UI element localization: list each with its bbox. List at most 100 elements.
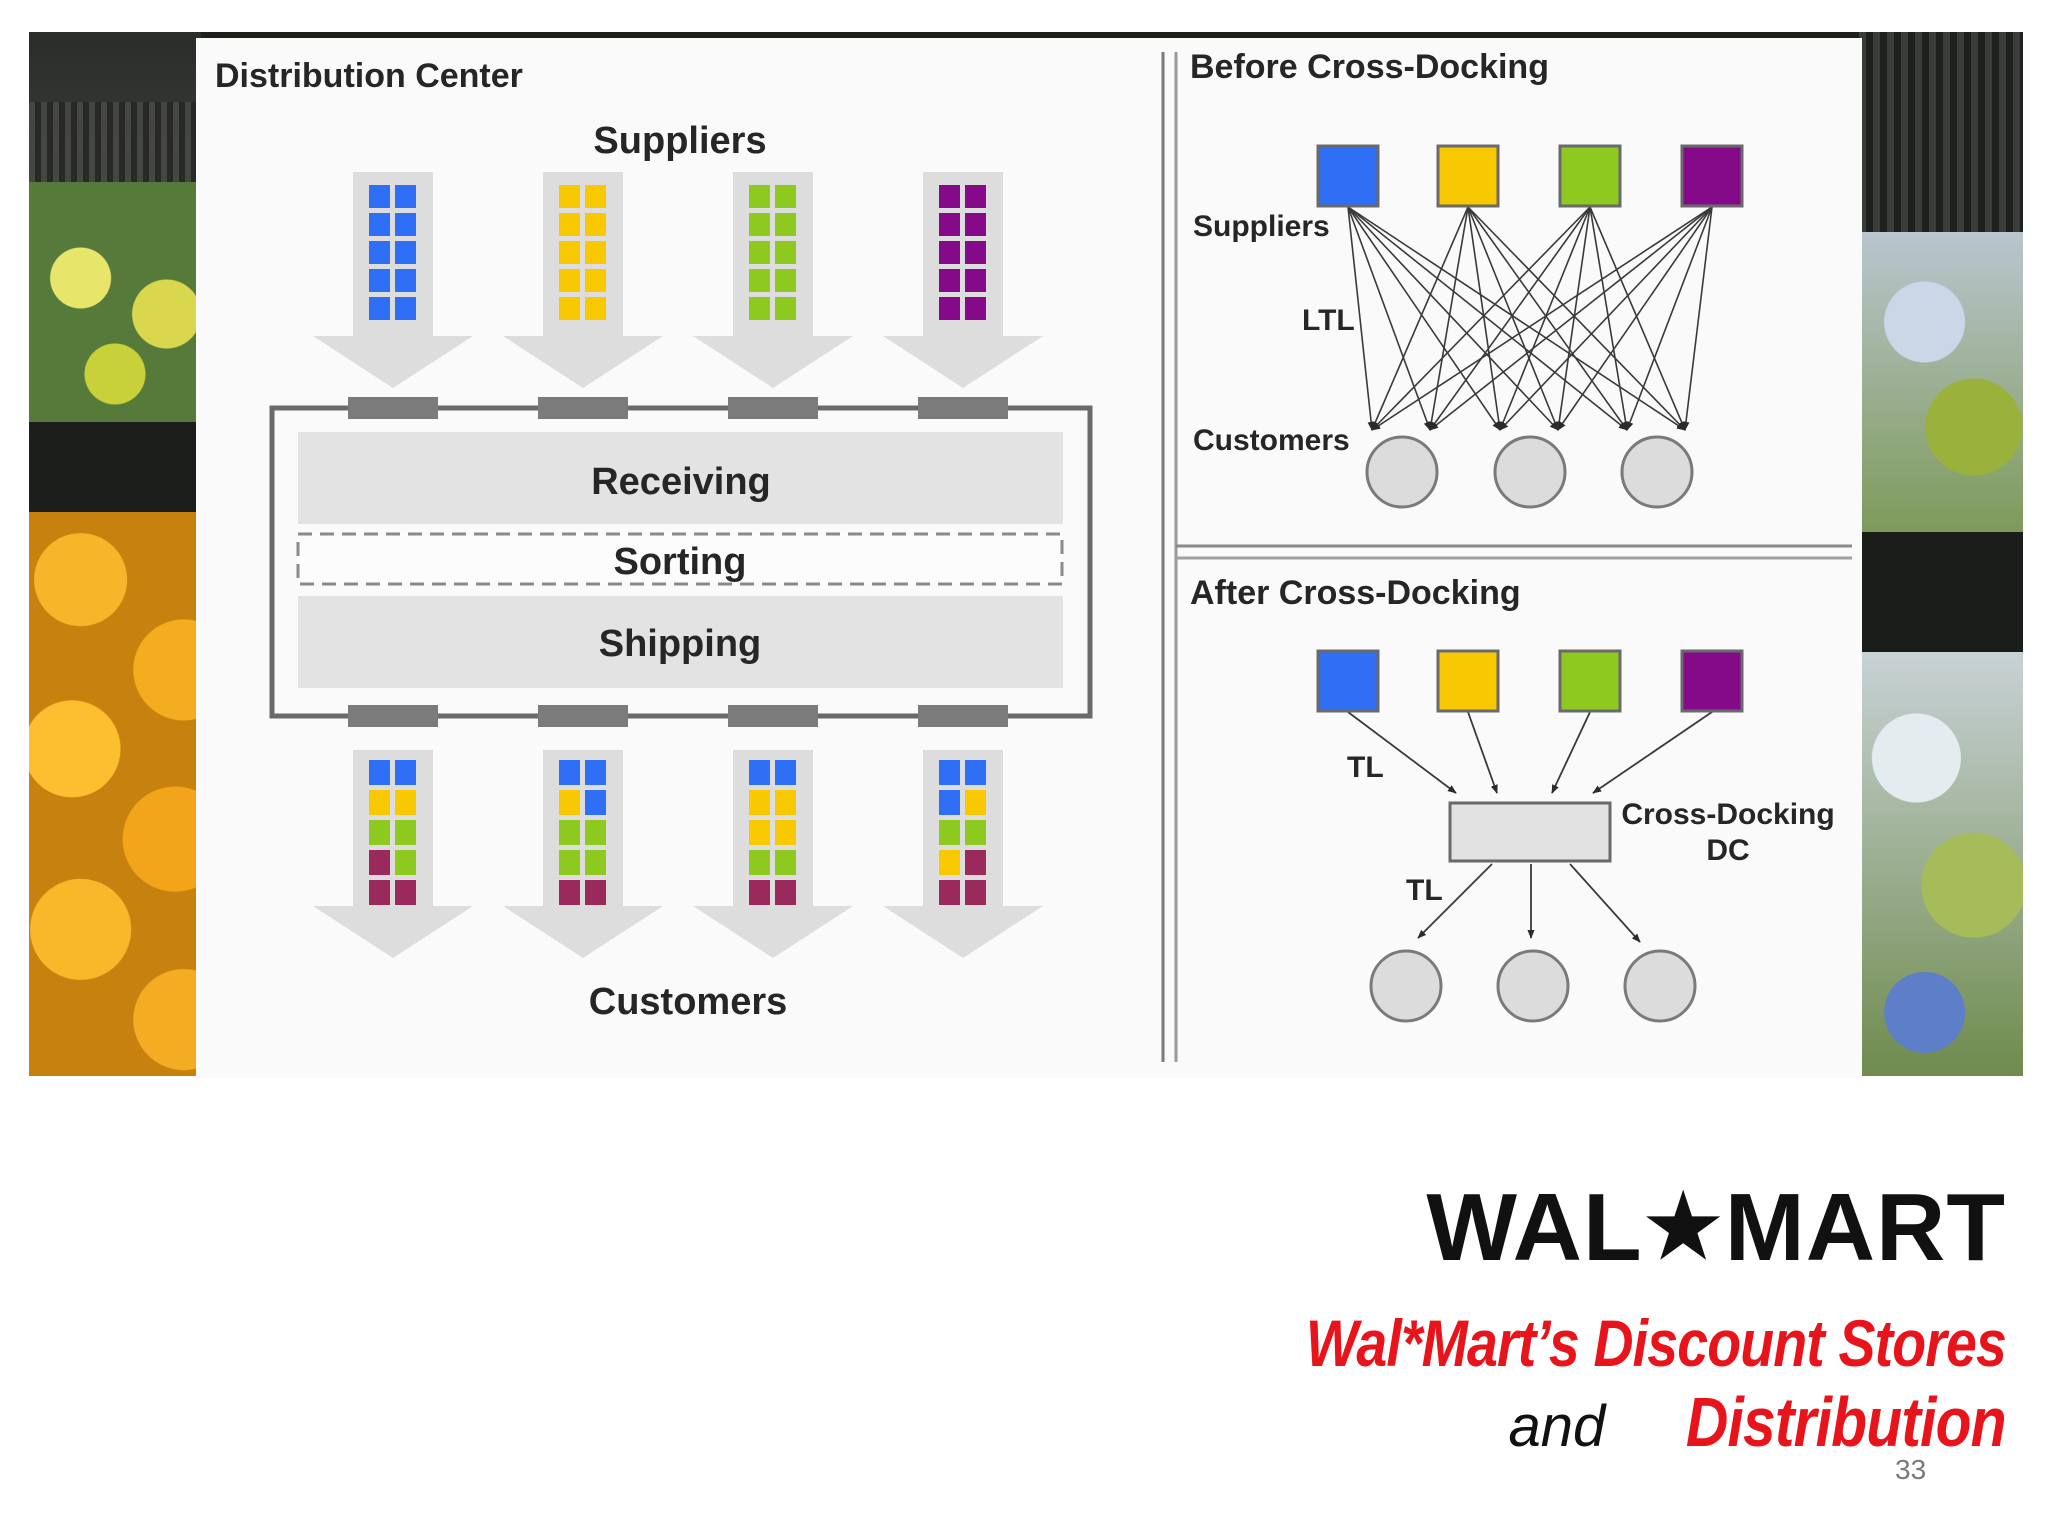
- pallet-block: [395, 241, 416, 264]
- supplier-node: [1680, 649, 1744, 713]
- pallet-block: [395, 820, 416, 845]
- outbound-arrow-2: [503, 750, 663, 958]
- inbound-arrow-3: [693, 172, 853, 388]
- pallet-block: [749, 760, 770, 785]
- logo-star-icon: ★: [1644, 1179, 1723, 1275]
- pallet-block: [965, 185, 986, 208]
- inbound-tl-link: [1551, 711, 1591, 794]
- pallet-block: [775, 820, 796, 845]
- pallet-block: [395, 880, 416, 905]
- pallet-block: [369, 790, 390, 815]
- pallet-block: [939, 760, 960, 785]
- pallet-block: [965, 850, 986, 875]
- sorting-zone: [296, 532, 1064, 586]
- supplier-node: [1680, 144, 1744, 208]
- supplier-node: [1558, 649, 1622, 713]
- arrow-shape: [693, 750, 853, 958]
- customer-node: [1620, 435, 1694, 509]
- page-number: 33: [1895, 1454, 1927, 1485]
- supplier-node: [1316, 649, 1380, 713]
- pallet-block: [749, 820, 770, 845]
- pallet-block: [775, 297, 796, 320]
- pallet-block: [749, 185, 770, 208]
- pallet-block: [369, 241, 390, 264]
- pallet-block: [749, 297, 770, 320]
- pallet-block: [369, 213, 390, 236]
- pallet-block: [939, 185, 960, 208]
- outbound-arrow-1: [313, 750, 473, 958]
- pallet-block: [775, 269, 796, 292]
- ltl-link: [1589, 206, 1686, 431]
- arrow-shape: [693, 172, 853, 388]
- pallet-block: [369, 820, 390, 845]
- pallet-block: [585, 820, 606, 845]
- pallet-block: [939, 297, 960, 320]
- dc-customers-label: Customers: [589, 981, 788, 1023]
- ltl-link: [1347, 206, 1559, 431]
- pallet-block: [965, 760, 986, 785]
- photo-strip-left: [29, 32, 201, 1076]
- customer-node: [1365, 435, 1439, 509]
- ltl-link: [1347, 206, 1628, 431]
- pallet-block: [369, 850, 390, 875]
- ltl-link: [1557, 206, 1713, 431]
- inbound-supplier-arrows: [313, 172, 1043, 388]
- pallet-block: [585, 241, 606, 264]
- ltl-link: [1499, 206, 1591, 431]
- pallet-block: [395, 760, 416, 785]
- ltl-label: LTL: [1302, 304, 1355, 337]
- pallet-block: [559, 297, 580, 320]
- ltl-link: [1467, 206, 1628, 431]
- pallet-block: [939, 790, 960, 815]
- ltl-link: [1499, 206, 1713, 431]
- pallet-block: [749, 880, 770, 905]
- receiving-dock-door: [918, 397, 1008, 419]
- pallet-block: [585, 213, 606, 236]
- pallet-block: [369, 880, 390, 905]
- ltl-link: [1467, 206, 1559, 431]
- ltl-link: [1589, 206, 1630, 431]
- pallet-block: [965, 880, 986, 905]
- supplier-node: [1436, 144, 1500, 208]
- shipping-dock-door: [538, 705, 628, 727]
- cross-docking-dc-box: [1448, 801, 1612, 863]
- shipping-dock-door: [918, 705, 1008, 727]
- cross-docking-dc-label-line2: DC: [1706, 834, 1749, 867]
- pallet-block: [559, 880, 580, 905]
- ltl-link: [1371, 206, 1591, 431]
- pallet-block: [965, 297, 986, 320]
- pallet-block: [749, 241, 770, 264]
- ltl-shipment-links: [1347, 206, 1713, 431]
- supplier-node: [1558, 144, 1622, 208]
- customer-node: [1496, 949, 1570, 1023]
- pallet-block: [965, 269, 986, 292]
- pallet-block: [939, 269, 960, 292]
- pallet-block: [369, 760, 390, 785]
- receiving-label: Receiving: [591, 461, 771, 503]
- outbound-arrow-4: [883, 750, 1043, 958]
- inbound-arrow-4: [883, 172, 1043, 388]
- pallet-block: [749, 790, 770, 815]
- customer-node: [1493, 435, 1567, 509]
- arrow-shape: [883, 172, 1043, 388]
- slide-title-distribution: Distribution: [1686, 1383, 2007, 1461]
- pallet-block: [395, 269, 416, 292]
- after-cross-docking-title: After Cross-Docking: [1190, 574, 1521, 612]
- outbound-customer-arrows: [313, 750, 1043, 958]
- pallet-block: [939, 213, 960, 236]
- outbound-tl-link: [1569, 863, 1641, 943]
- pallet-block: [585, 185, 606, 208]
- shipping-zone: [298, 596, 1063, 688]
- pallet-block: [369, 185, 390, 208]
- pallet-block: [775, 760, 796, 785]
- pallet-block: [395, 850, 416, 875]
- pallet-block: [749, 213, 770, 236]
- dc-building-outline: [269, 405, 1093, 719]
- outbound-tl-label: TL: [1406, 874, 1443, 907]
- sorting-label: Sorting: [614, 541, 747, 583]
- receiving-zone: [298, 432, 1063, 524]
- ltl-link: [1682, 206, 1713, 431]
- inbound-arrow-1: [313, 172, 473, 388]
